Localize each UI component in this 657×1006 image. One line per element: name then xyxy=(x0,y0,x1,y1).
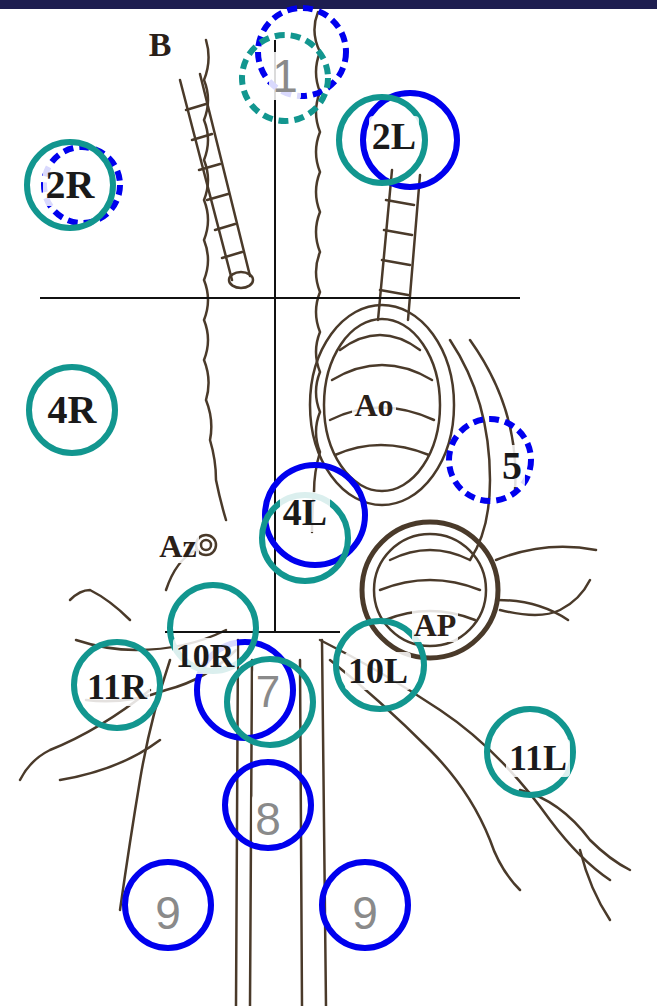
station-number: 11R xyxy=(84,668,150,706)
lymph-node-station: 9 xyxy=(122,859,214,951)
lymph-node-station: 8 xyxy=(222,759,314,851)
vessel-label: Az xyxy=(157,529,198,563)
station-number: 10L xyxy=(345,652,411,690)
station-boundary-lines xyxy=(40,40,520,632)
station-number: 11L xyxy=(506,739,570,777)
station-number: 2L xyxy=(369,116,419,156)
station-number: 8 xyxy=(252,795,284,843)
station-number: 5 xyxy=(499,445,525,487)
station-number: 1 xyxy=(269,52,301,100)
station-number: 9 xyxy=(152,889,184,937)
lymph-node-station: 2R xyxy=(24,139,116,231)
station-number: 7 xyxy=(253,669,283,715)
lymph-node-station: 4R xyxy=(26,364,118,456)
lymph-node-station: 1 xyxy=(239,32,331,124)
lymph-node-station: 7 xyxy=(224,656,316,748)
second-rings xyxy=(44,8,457,738)
lymph-node-station: 5 xyxy=(446,416,534,504)
vessel-label: AP xyxy=(412,608,459,642)
lymph-node-station: 4L xyxy=(259,492,351,584)
station-number: 4L xyxy=(280,492,330,532)
lymph-node-station: 2L xyxy=(336,94,428,186)
lymph-node-station: 10R xyxy=(167,582,259,674)
station-number: 9 xyxy=(349,889,381,937)
lymph-node-station: 11L xyxy=(484,706,576,798)
lymph-node-station: 11R xyxy=(71,639,163,731)
top-bar xyxy=(0,0,657,9)
anatomy-sketch xyxy=(20,12,630,1006)
vessel-label: B xyxy=(147,27,174,63)
vessel-label: Ao xyxy=(352,388,395,422)
station-number: 2R xyxy=(43,164,98,206)
lymph-node-station: 9 xyxy=(319,859,411,951)
station-number: 4R xyxy=(45,389,100,431)
station-number: 10R xyxy=(173,638,238,674)
